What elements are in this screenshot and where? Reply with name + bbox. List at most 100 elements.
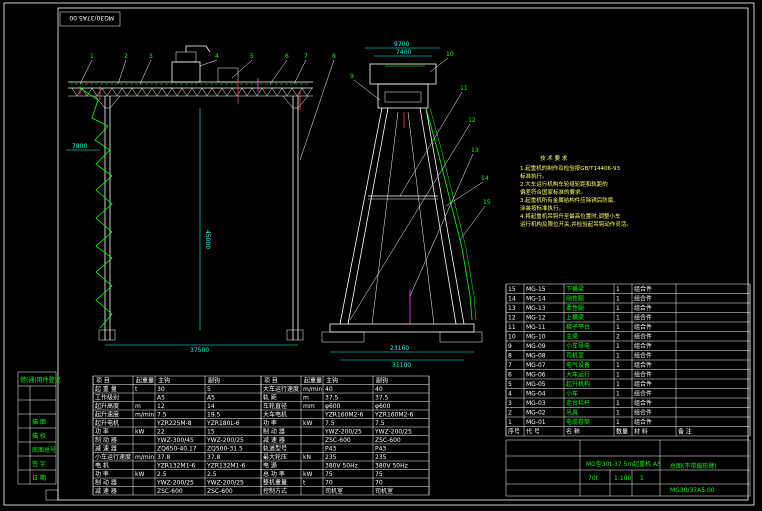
bom-cell: 14 [508,296,516,303]
params-cell: 电 源 [263,462,277,470]
params-cell: 制 动 器 [263,428,285,436]
tech-note-line: 运行机构及限位开关,并检验起吊钩动作灵活。 [520,220,632,228]
bom-cell: 梯子平台 [566,323,590,331]
params-cell: kW [135,429,144,436]
bom-cell: MG-05 [526,381,546,388]
params-cell: 380V 50Hz [325,463,358,470]
bom-cell: MG-09 [526,343,546,350]
params-cell: ZSC-600 [157,488,183,495]
params-cell: 19.5 [207,412,221,419]
bom-cell: 组合件 [634,409,652,417]
params-cell: 235 [375,454,387,461]
callout-number: 2 [124,53,128,60]
params-cell: 大车运行速度 [263,385,299,393]
params-cell: m/min [303,386,322,393]
params-cell: A5 [157,395,165,402]
bom-cell: 组合件 [634,380,652,388]
bom-cell: 1 [616,381,620,388]
params-cell: 减 速 器 [263,436,285,444]
params-cell: YZR132M1-6 [156,463,196,470]
strip-label: 日 期 [32,474,46,482]
bom-cell: 9 [508,343,512,350]
params-cell: 14 [207,403,215,410]
bom-cell: 1 [616,410,620,417]
bom-cell: 电缆卷筒 [566,418,590,426]
bom-cell: 1 [616,391,620,398]
params-cell: 5 [207,386,211,393]
callout-number: 1 [90,53,94,60]
tech-notes: 技 术 要 求 1.起重机的制作及检验按GB/T14406-93 标准执行。 2… [520,154,632,228]
bom-cell: 1 [616,286,620,293]
params-cell: 380V 50Hz [375,463,408,470]
params-cell: ZSC-600 [207,488,233,495]
bom-cell: MG-12 [526,315,546,322]
bom-cell: 组合件 [634,342,652,350]
params-cell: 司机室 [375,487,393,495]
callout-number: 8 [332,53,336,60]
params-cell: 2.5 [157,471,167,478]
callout-number: 11 [460,85,468,92]
params-cell: 整机重量 [263,479,287,487]
bom-cell: 13 [508,305,516,312]
title-weight: 70t [588,475,599,482]
params-header-cell: 起重量 [304,377,322,385]
bom-header-cell: 名 称 [566,428,580,436]
params-cell: 起升速度 [95,411,119,419]
params-cell: 37.5 [325,395,339,402]
callout-number: 6 [285,53,289,60]
callout-number: 15 [483,199,491,206]
bom-cell: MG-13 [526,305,546,312]
params-cell: 30 [157,386,165,393]
bom-cell: 1 [616,372,620,379]
params-cell: 制 动 器 [95,436,117,444]
bom-cell: 15 [508,286,516,293]
corner-drawing-no: MG30/37A5.00 [69,14,114,21]
params-header-cell: 副钩 [208,377,220,385]
bom-cell: 组合件 [634,352,652,360]
params-cell: 制 动 器 [95,479,117,487]
bom-cell: 5 [508,381,512,388]
title-block [505,439,751,497]
params-cell: P43 [325,446,336,453]
tech-note-line: 涂装按标准执行。 [520,204,564,212]
params-header-cell: 项 目 [96,378,110,385]
params-cell: 起 重 量 [95,385,117,393]
params-cell: kW [135,471,144,478]
tech-note-line: 4.将起重机吊钩升至最高位置时,调整小车 [520,212,621,220]
params-cell: 37.8 [207,454,221,461]
bom-cell: MG-03 [526,400,546,407]
params-cell: 司机室 [325,487,343,495]
tech-notes-heading: 技 术 要 求 [540,154,568,162]
params-cell: 总 功 率 [263,470,285,478]
params-cell: 功 率 [95,470,109,478]
params-cell: 40 [375,386,383,393]
params-cell: YZR225M-8 [156,420,192,427]
bom-cell: 组合件 [634,304,652,312]
bom-cell: 组合件 [634,361,652,369]
params-cell: YWZ-200/25 [206,480,244,487]
dim-trolley-outer: 9700 [394,41,409,48]
params-cell: 37.5 [375,395,389,402]
params-cell: 最大轮压 [263,453,287,461]
params-cell: 起升高度 [95,402,119,410]
params-cell: m/min [135,454,154,461]
bom-cell: 组合件 [634,399,652,407]
bom-cell: 主梁 [566,333,578,341]
bom-cell: 2 [508,410,512,417]
callout-leaders [79,57,486,321]
params-cell: YWZ-200/25 [156,480,194,487]
bom-cell: MG-06 [526,372,546,379]
params-cell: 大车电机 [263,411,287,419]
params-cell: YZR180L-6 [206,420,240,427]
params-cell: φ600 [375,403,391,410]
params-cell: 75 [375,471,383,478]
inner-border [57,7,749,501]
dim-span: 37500 [190,347,209,354]
strip-label: 签 字 [32,460,46,468]
callout-number: 7 [304,53,308,60]
bom-cell: 1 [616,400,620,407]
params-cell: 轨 距 [263,394,277,402]
bom-cell: 12 [508,315,516,322]
title-scale: 1:100 [614,475,631,482]
